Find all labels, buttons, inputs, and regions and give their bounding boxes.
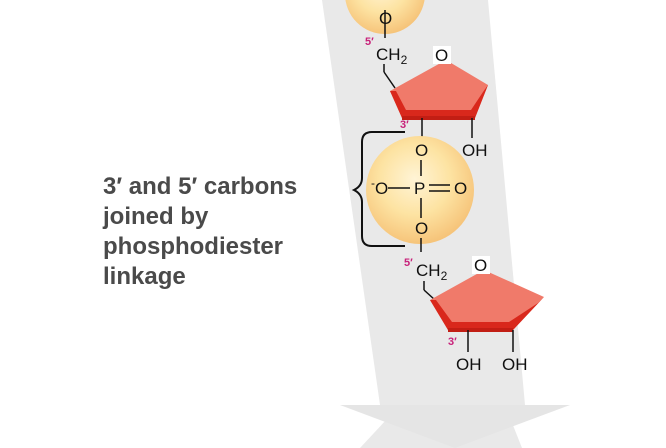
- linkage-bracket: [351, 131, 405, 247]
- oh-bottom-right: OH: [502, 355, 528, 374]
- oxygen-double-bond: O: [454, 179, 467, 198]
- sugar-bottom: O: [430, 256, 544, 332]
- ring-oxygen-bottom: O: [474, 256, 487, 275]
- caption-line-3: phosphodiester: [103, 233, 284, 260]
- five-prime-label-bottom: 5′: [404, 257, 413, 269]
- caption-line-2: joined by: [103, 203, 209, 230]
- oxygen-top: O: [379, 9, 392, 28]
- ch2-top: CH2: [376, 45, 408, 67]
- phosphorus-atom: P: [414, 179, 425, 198]
- sugar-top: O: [390, 46, 488, 120]
- oh-bottom-left: OH: [456, 355, 482, 374]
- ch2-bottom: CH2: [416, 261, 448, 283]
- three-prime-label-top: 3′: [400, 119, 409, 131]
- ring-oxygen-top: O: [435, 46, 448, 65]
- oxygen-5prime: O: [415, 219, 428, 238]
- oh-top: OH: [462, 141, 488, 160]
- o-minus: -O: [371, 176, 388, 198]
- caption-line-1: 3′ and 5′ carbons: [103, 173, 298, 200]
- three-prime-label-bottom: 3′: [448, 336, 457, 348]
- five-prime-label-top: 5′: [365, 36, 374, 48]
- caption-line-4: linkage: [103, 263, 186, 290]
- linkage-caption: 3′ and 5′ carbons joined by phosphodiest…: [103, 172, 353, 292]
- oxygen-3prime: O: [415, 141, 428, 160]
- phosphate-group-middle: [366, 136, 474, 244]
